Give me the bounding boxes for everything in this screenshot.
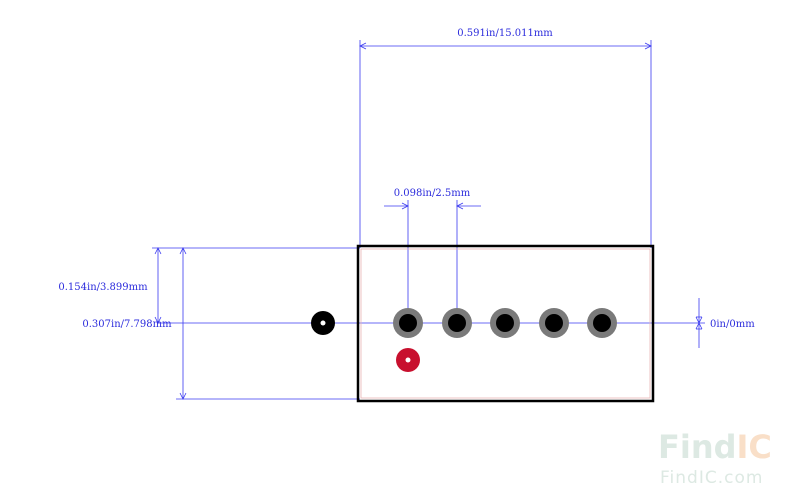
svg-text:FindIC: FindIC xyxy=(658,428,772,466)
dimension-full-height-label: 0.307in/7.798mm xyxy=(82,319,172,330)
findic-logo: FindIC FindIC.com xyxy=(658,428,772,488)
logo-ic-text: IC xyxy=(737,428,772,466)
pad-2 xyxy=(442,308,472,338)
dimension-offset: 0in/0mm xyxy=(695,298,755,348)
dimension-width: 0.591in/15.011mm xyxy=(359,28,652,248)
logo-find-text: Find xyxy=(658,428,737,466)
component-inner-outline xyxy=(360,248,651,399)
dimension-pitch-label: 0.098in/2.5mm xyxy=(394,188,471,199)
logo-url-text: FindIC.com xyxy=(660,468,763,488)
pad-3 xyxy=(490,308,520,338)
dimension-width-label: 0.591in/15.011mm xyxy=(457,28,553,39)
dimension-pitch: 0.098in/2.5mm xyxy=(384,188,481,323)
dimension-half-height-label: 0.154in/3.899mm xyxy=(58,282,148,293)
pad-5 xyxy=(587,308,617,338)
pad-4 xyxy=(539,308,569,338)
component-outline xyxy=(356,244,655,403)
dimension-heights: 0.154in/3.899mm 0.307in/7.798mm xyxy=(58,247,360,400)
dimension-offset-label: 0in/0mm xyxy=(710,319,755,330)
reference-hole-center xyxy=(320,320,326,326)
pad-1 xyxy=(393,308,423,338)
pad-row xyxy=(393,308,617,338)
pin1-marker-center xyxy=(405,357,411,363)
